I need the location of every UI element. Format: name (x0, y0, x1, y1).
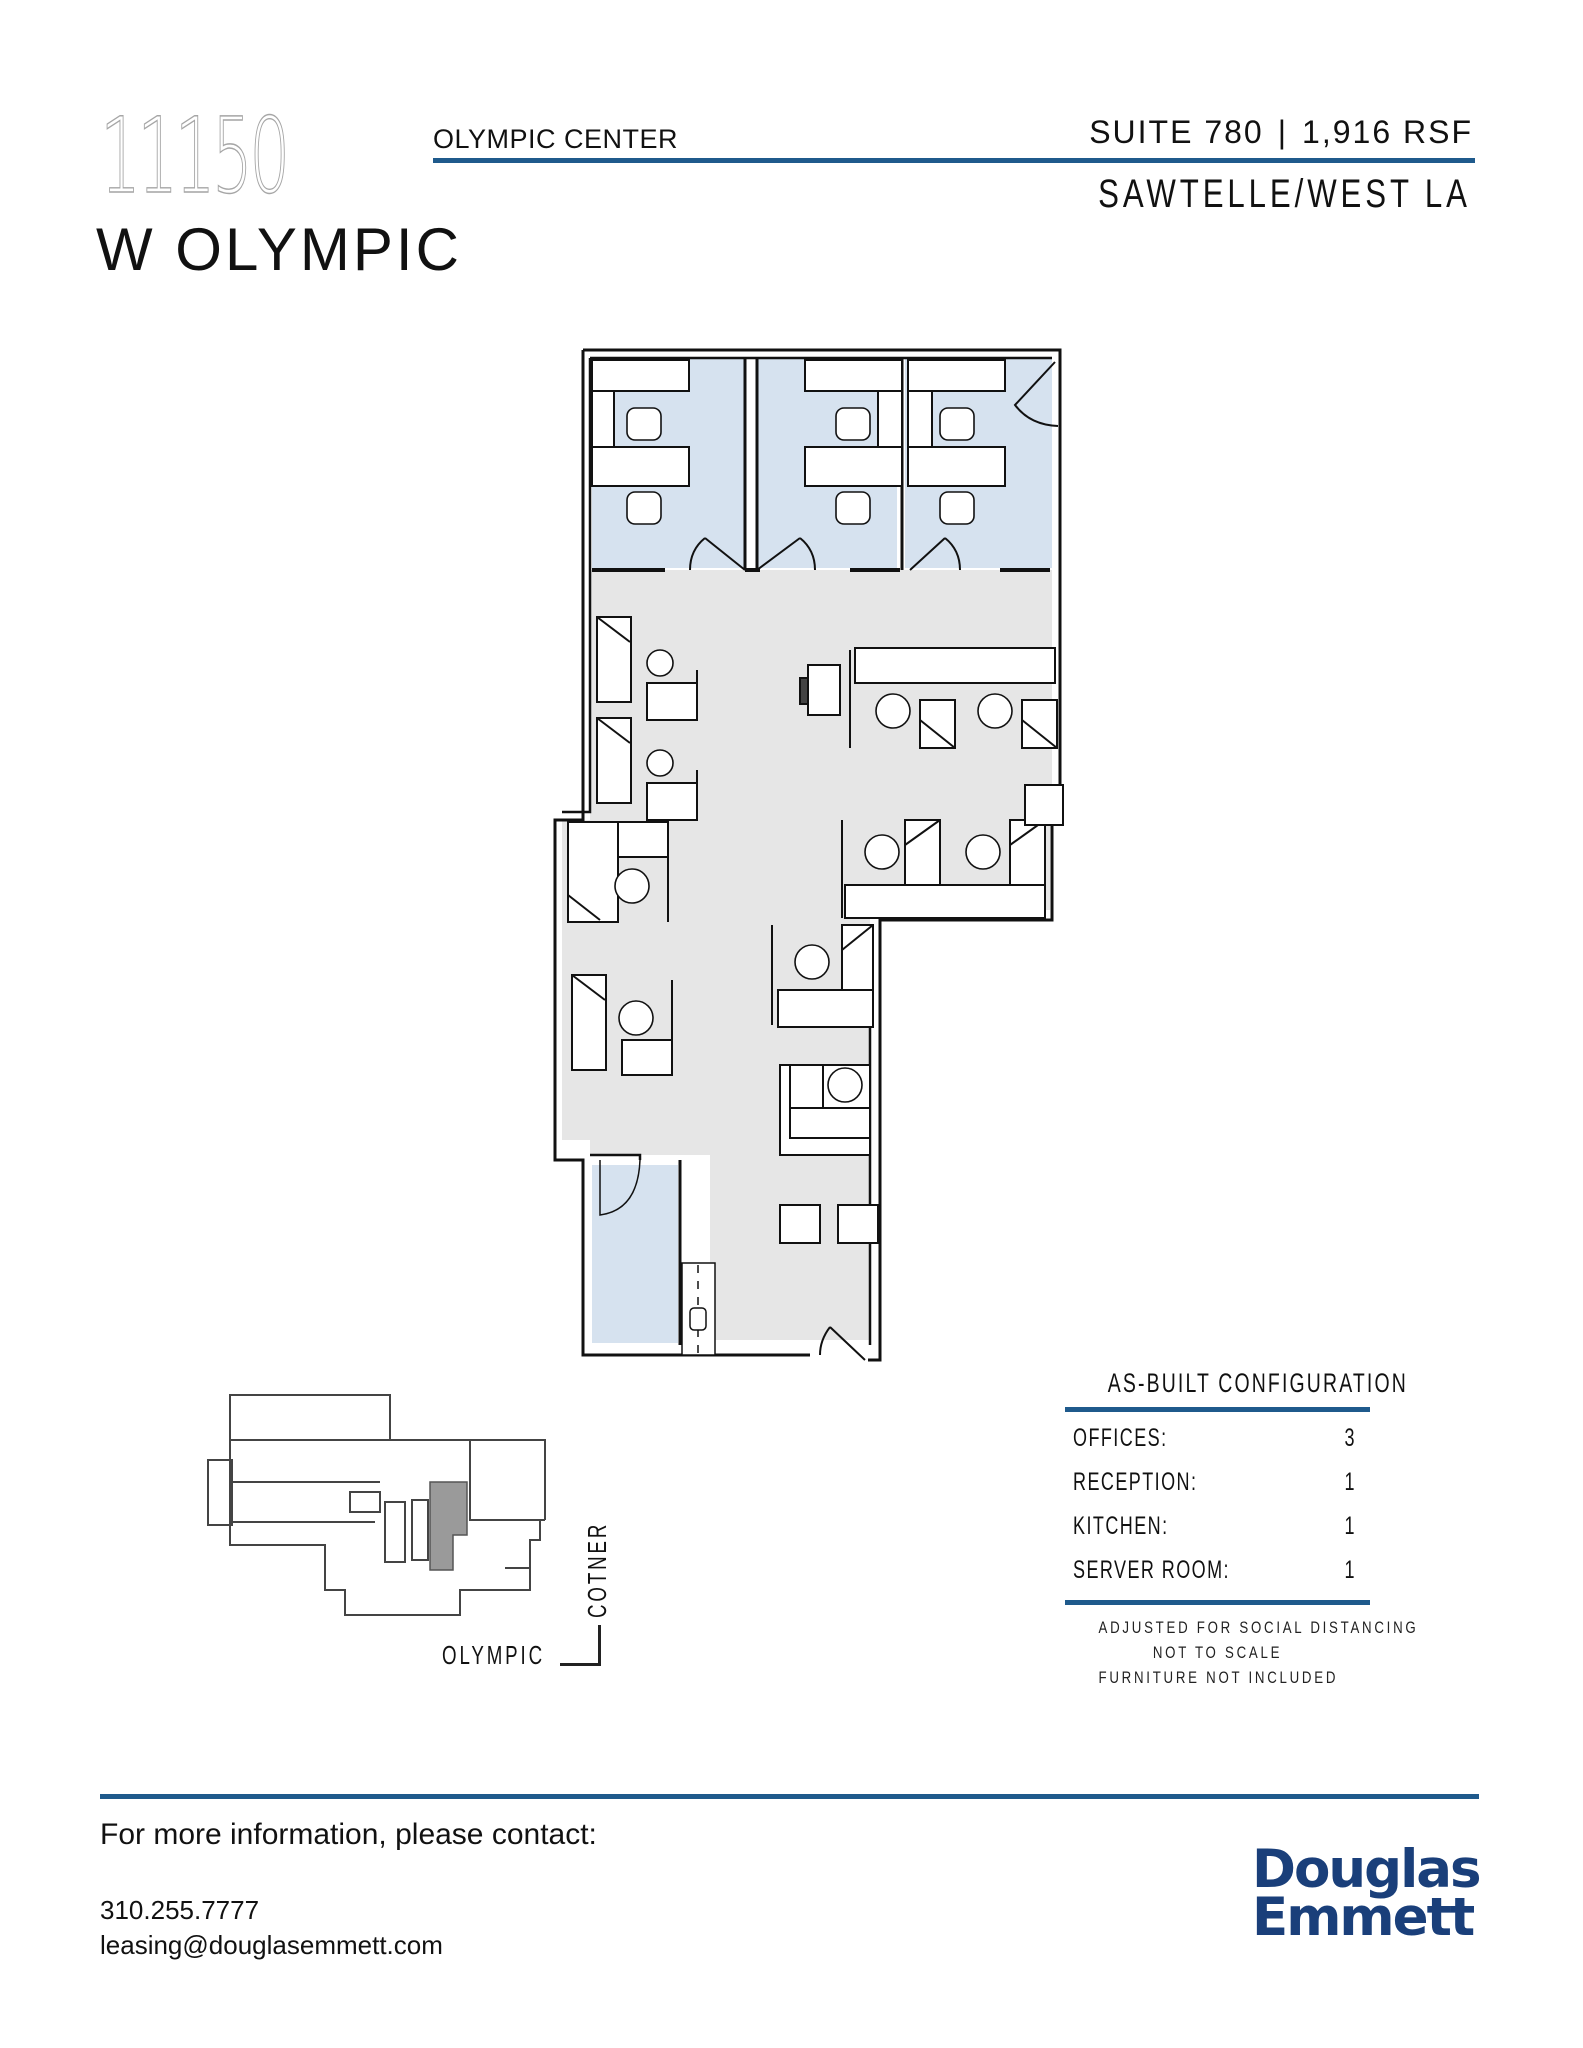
config-value: 1 (1344, 1555, 1356, 1584)
chair-icon (626, 491, 662, 525)
config-value: 1 (1344, 1467, 1356, 1496)
street-corner-marker (560, 1625, 601, 1666)
config-row-reception: RECEPTION: 1 (1065, 1460, 1370, 1504)
logo-line-2: Emmett (1252, 1887, 1475, 1948)
config-label: RECEPTION: (1073, 1467, 1198, 1496)
note-not-to-scale: NOT TO SCALE (1152, 1643, 1283, 1662)
contact-phone[interactable]: 310.255.7777 (100, 1895, 260, 1925)
configuration-title: AS-BUILT CONFIGURATION (1107, 1368, 1408, 1398)
key-plan (207, 1394, 546, 1616)
chair-icon (835, 407, 871, 441)
chair-icon (626, 407, 662, 441)
server-room (592, 1165, 678, 1343)
office-1-door (689, 537, 746, 571)
contact-email[interactable]: leasing@douglasemmett.com (100, 1930, 443, 1960)
config-label: SERVER ROOM: (1073, 1555, 1230, 1584)
config-label: KITCHEN: (1073, 1511, 1169, 1540)
footer-divider (100, 1794, 1479, 1799)
configuration-notes: ADJUSTED FOR SOCIAL DISTANCING NOT TO SC… (1065, 1615, 1419, 1690)
chair-icon (939, 407, 975, 441)
note-furniture: FURNITURE NOT INCLUDED (1098, 1668, 1339, 1687)
entry-door-top (1013, 361, 1059, 427)
config-row-kitchen: KITCHEN: 1 (1065, 1504, 1370, 1548)
server-room-door (599, 1159, 641, 1216)
configuration-panel: AS-BUILT CONFIGURATION OFFICES: 3 RECEPT… (1065, 1368, 1419, 1690)
street-label-cotner: COTNER (582, 1521, 612, 1618)
kitchen-counter (681, 1262, 716, 1356)
street-label-olympic: OLYMPIC (442, 1640, 546, 1670)
chair-icon (835, 491, 871, 525)
logo-line-1: Douglas (1252, 1839, 1482, 1900)
contact-heading: For more information, please contact: (100, 1818, 597, 1851)
header-divider (433, 158, 1475, 163)
suite-area: 1,916 RSF (1302, 114, 1473, 150)
building-name: OLYMPIC CENTER (433, 124, 679, 154)
note-social-distancing: ADJUSTED FOR SOCIAL DISTANCING (1098, 1618, 1419, 1637)
suite-number: SUITE 780 (1089, 114, 1264, 150)
column-icon (1024, 784, 1064, 826)
entry-door-bottom (819, 1326, 866, 1361)
suite-highlight (429, 1481, 468, 1571)
suite-info: SUITE 780 | 1,916 RSF (1089, 114, 1473, 151)
config-value: 1 (1344, 1511, 1356, 1540)
configuration-divider-bottom (1065, 1600, 1370, 1605)
submarket: SAWTELLE/WEST LA (1098, 172, 1471, 216)
address-street: W OLYMPIC (96, 216, 462, 283)
address-number: 11150 (100, 95, 291, 217)
suite-separator: | (1277, 114, 1289, 150)
config-value: 3 (1344, 1423, 1356, 1452)
chair-icon (939, 491, 975, 525)
office-2-door (756, 537, 816, 571)
config-label: OFFICES: (1073, 1423, 1168, 1452)
office-3-door (909, 537, 961, 571)
configuration-divider-top (1065, 1407, 1370, 1412)
config-row-server-room: SERVER ROOM: 1 (1065, 1548, 1370, 1592)
suite-floor-plan (553, 348, 1064, 1362)
douglas-emmett-logo: Douglas Emmett (1252, 1839, 1482, 1948)
config-row-offices: OFFICES: 3 (1065, 1416, 1370, 1460)
